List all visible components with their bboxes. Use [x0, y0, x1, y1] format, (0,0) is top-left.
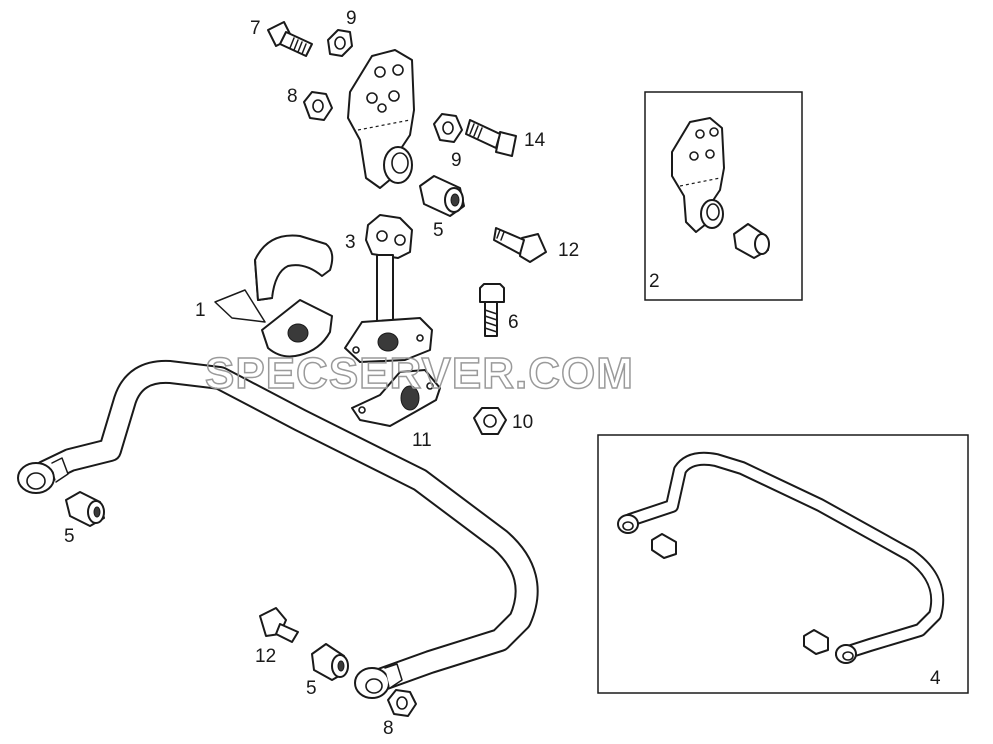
bushing-icon-5-bottom: [311, 643, 349, 681]
callout-6: 6: [508, 312, 519, 333]
bar-end-eye-right: [354, 663, 403, 699]
bushing-icon-5-left: [65, 491, 105, 527]
bracket-icon: [347, 49, 415, 189]
bolt-icon-12-bottom: [259, 607, 299, 643]
callout-8-bottom: 8: [383, 718, 394, 739]
nut-icon-8-top: [303, 91, 333, 121]
bushing-icon-5-top: [419, 175, 465, 217]
callout-9-top: 9: [346, 8, 357, 29]
callout-12-bottom: 12: [255, 646, 276, 667]
callout-11: 11: [412, 430, 432, 451]
bolt-icon-12-right: [493, 227, 547, 263]
bar-end-eye-left: [17, 457, 69, 494]
callout-9-mid: 9: [451, 150, 462, 171]
callout-10: 10: [512, 412, 533, 433]
callout-1: 1: [195, 300, 206, 321]
inset-box-2: [644, 91, 803, 301]
callout-8-top: 8: [287, 86, 298, 107]
clamp-part-11: [351, 369, 441, 427]
bolt-icon-7: [267, 21, 313, 57]
callout-3: 3: [345, 232, 356, 253]
nut-icon-8-bottom: [387, 689, 417, 717]
callout-14: 14: [524, 130, 546, 151]
callout-5-bottom: 5: [306, 678, 317, 699]
callout-2: 2: [649, 271, 660, 292]
bolt-icon-6: [479, 283, 505, 337]
watermark-text: SPECSERVER.COM: [205, 349, 634, 398]
bolt-icon-14: [465, 119, 517, 157]
callout-4: 4: [930, 668, 941, 689]
inset-box-4: [597, 434, 969, 694]
callout-12-right: 12: [558, 240, 579, 261]
link-rod-part-3: [344, 214, 433, 363]
stabilizer-bar-icon: [17, 359, 539, 699]
callout-5-left: 5: [64, 526, 75, 547]
callout-5-top: 5: [433, 220, 444, 241]
nut-icon-9-mid: [433, 113, 463, 143]
nut-icon-10: [473, 407, 507, 435]
nut-icon-9-top: [327, 29, 353, 57]
callout-7: 7: [250, 18, 261, 39]
bushing-halves-part-1: [214, 234, 334, 358]
callout-labels: 1 2 3 4 5 5 5 6 7 8 8 9 9 10 11 12 12 14: [64, 8, 941, 739]
